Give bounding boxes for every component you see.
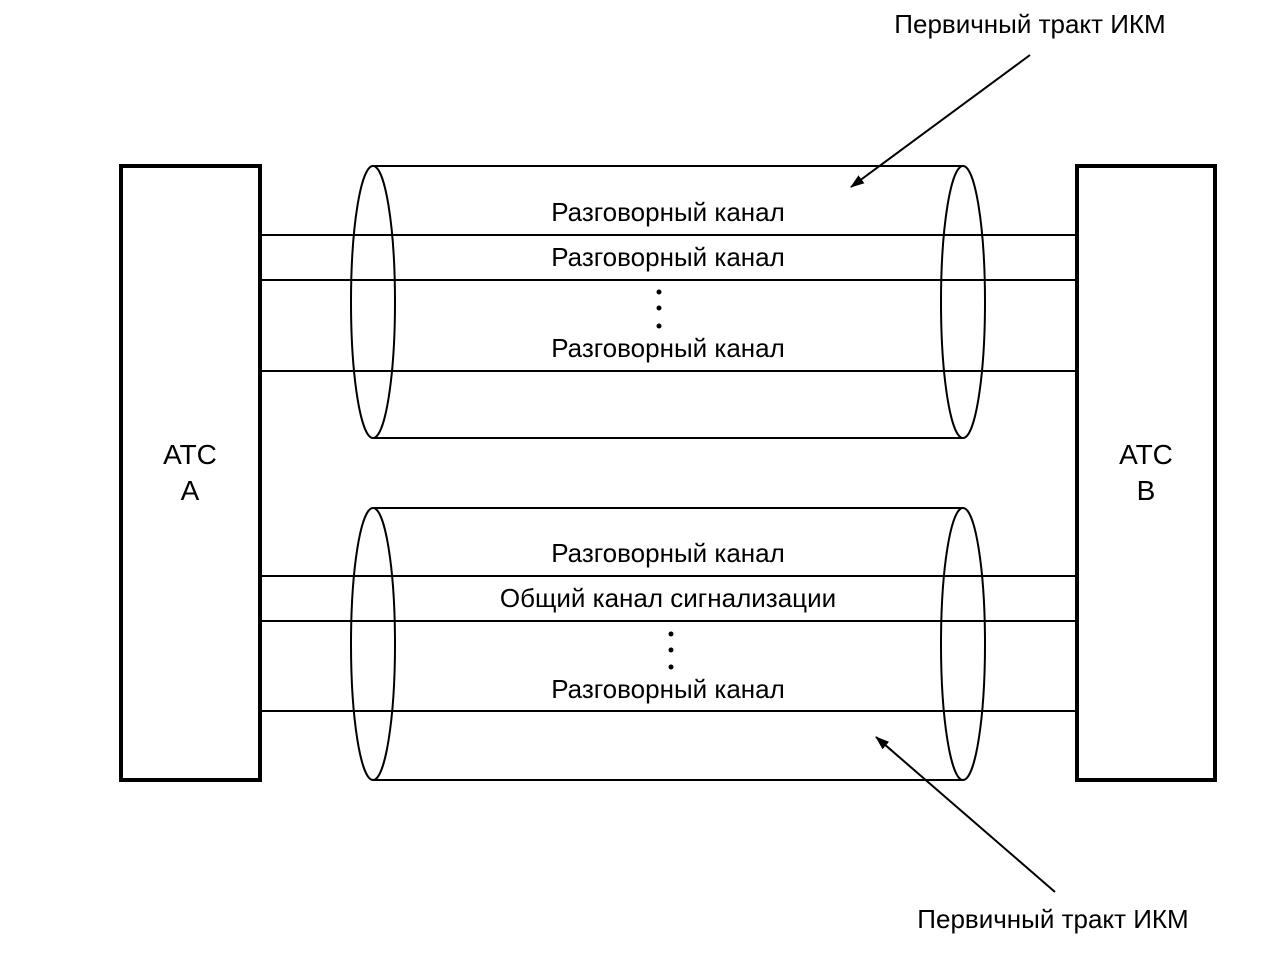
trunk-upper: Разговорный канал Разговорный канал Разг… (260, 165, 1077, 440)
callout-label-bottom: Первичный тракт ИКМ (917, 904, 1188, 934)
trunk-upper-ellipsis (656, 289, 662, 329)
exchange-a-label-line2: А (181, 475, 200, 506)
exchange-b-label-line2: В (1137, 475, 1156, 506)
exchange-b-box (1075, 164, 1217, 782)
callout-arrow-bottom (875, 736, 1056, 893)
exchange-a: АТС А (119, 164, 262, 782)
trunk-lower-channel-label: Разговорный канал (551, 674, 785, 704)
trunk-upper-channel-label: Разговорный канал (551, 333, 785, 363)
trunk-lower: Разговорный канал Общий канал сигнализац… (260, 507, 1077, 782)
trunk-lower-right-end (940, 507, 986, 782)
trunk-lower-channel-label: Разговорный канал (551, 538, 785, 568)
trunk-upper-channel-label: Разговорный канал (551, 197, 785, 227)
exchange-a-box (119, 164, 262, 782)
exchange-a-label-line1: АТС (163, 439, 217, 470)
trunk-upper-right-end (940, 165, 986, 440)
exchange-b-label-line1: АТС (1119, 439, 1173, 470)
exchange-b: АТС В (1075, 164, 1217, 782)
trunk-lower-left-end (350, 507, 396, 781)
trunk-lower-channel-label: Общий канал сигнализации (500, 583, 836, 613)
trunk-upper-channel-label: Разговорный канал (551, 242, 785, 272)
callout-label-top: Первичный тракт ИКМ (894, 9, 1165, 39)
trunk-lower-ellipsis (668, 631, 674, 670)
callout-arrow-top (850, 54, 1031, 188)
trunk-upper-left-end (350, 165, 396, 439)
